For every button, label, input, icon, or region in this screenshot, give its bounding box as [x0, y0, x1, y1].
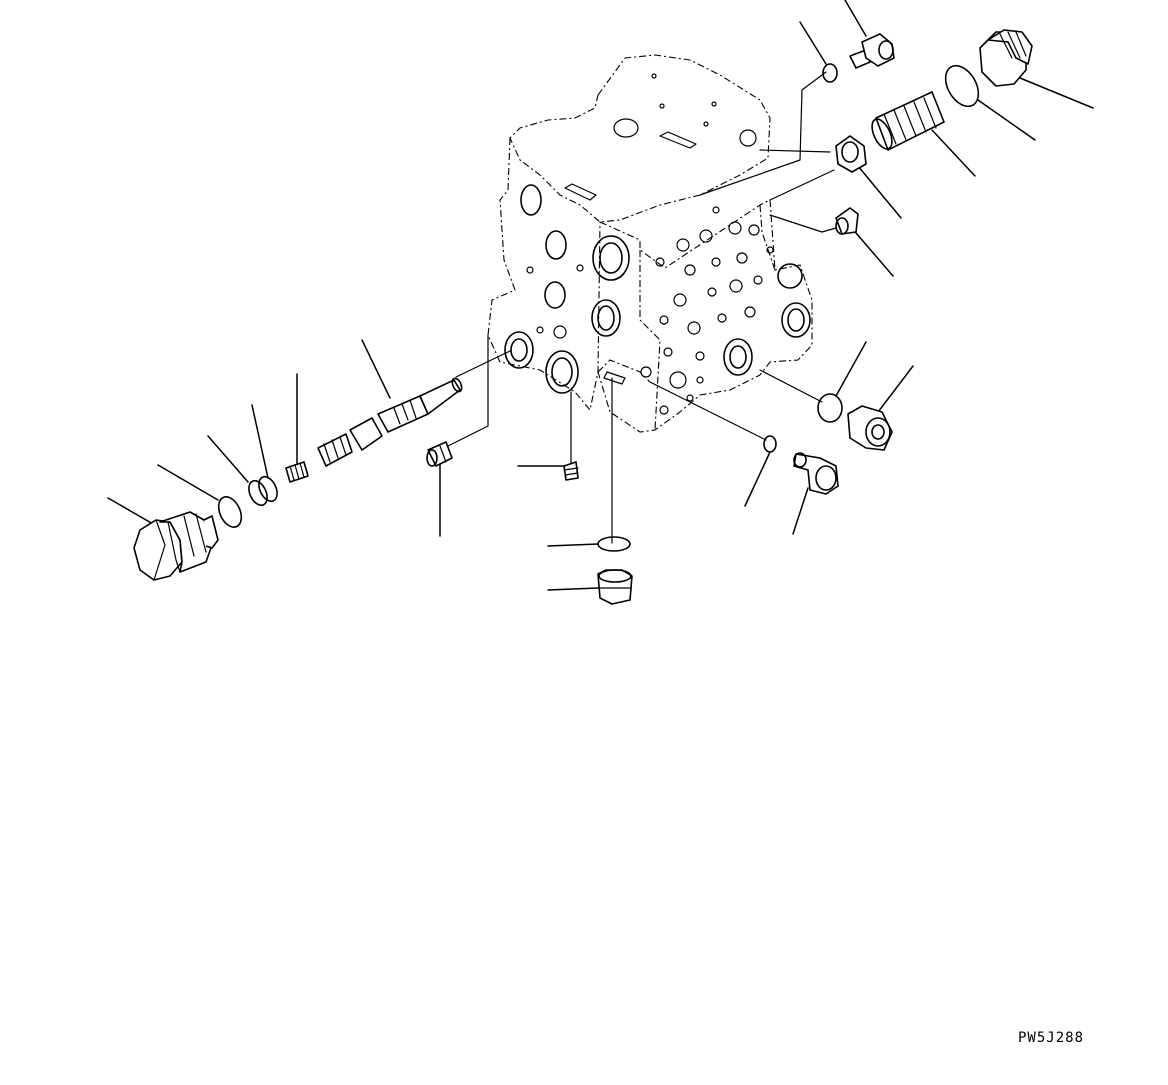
seat-ring: [835, 135, 867, 173]
large-spring: [871, 91, 945, 151]
plug-bottom: [597, 569, 633, 605]
spool-assembly: [317, 377, 463, 467]
end-plug-large: [133, 511, 219, 581]
hex-plug-right: [847, 405, 893, 451]
o-ring-bottom: [597, 536, 631, 552]
part-label-leaders: [107, 0, 1094, 591]
plug-small-right: [835, 207, 859, 235]
plug-small-left: [426, 441, 453, 467]
valve-body: [487, 54, 813, 433]
o-ring-large: [944, 64, 980, 108]
backup-ring-pair: [248, 475, 278, 507]
o-ring-top: [822, 63, 838, 83]
plug-top: [849, 33, 895, 69]
elbow-plug: [793, 452, 839, 495]
o-ring-1: [217, 496, 243, 528]
assembly-center-lines: [431, 71, 837, 544]
drawing-reference-code: PW5J288: [1018, 1030, 1085, 1046]
small-spring: [285, 461, 309, 483]
o-ring-right-lower: [763, 435, 777, 453]
plug-center-small: [563, 461, 579, 481]
end-cap-large: [979, 29, 1033, 87]
o-ring-right: [817, 393, 843, 423]
